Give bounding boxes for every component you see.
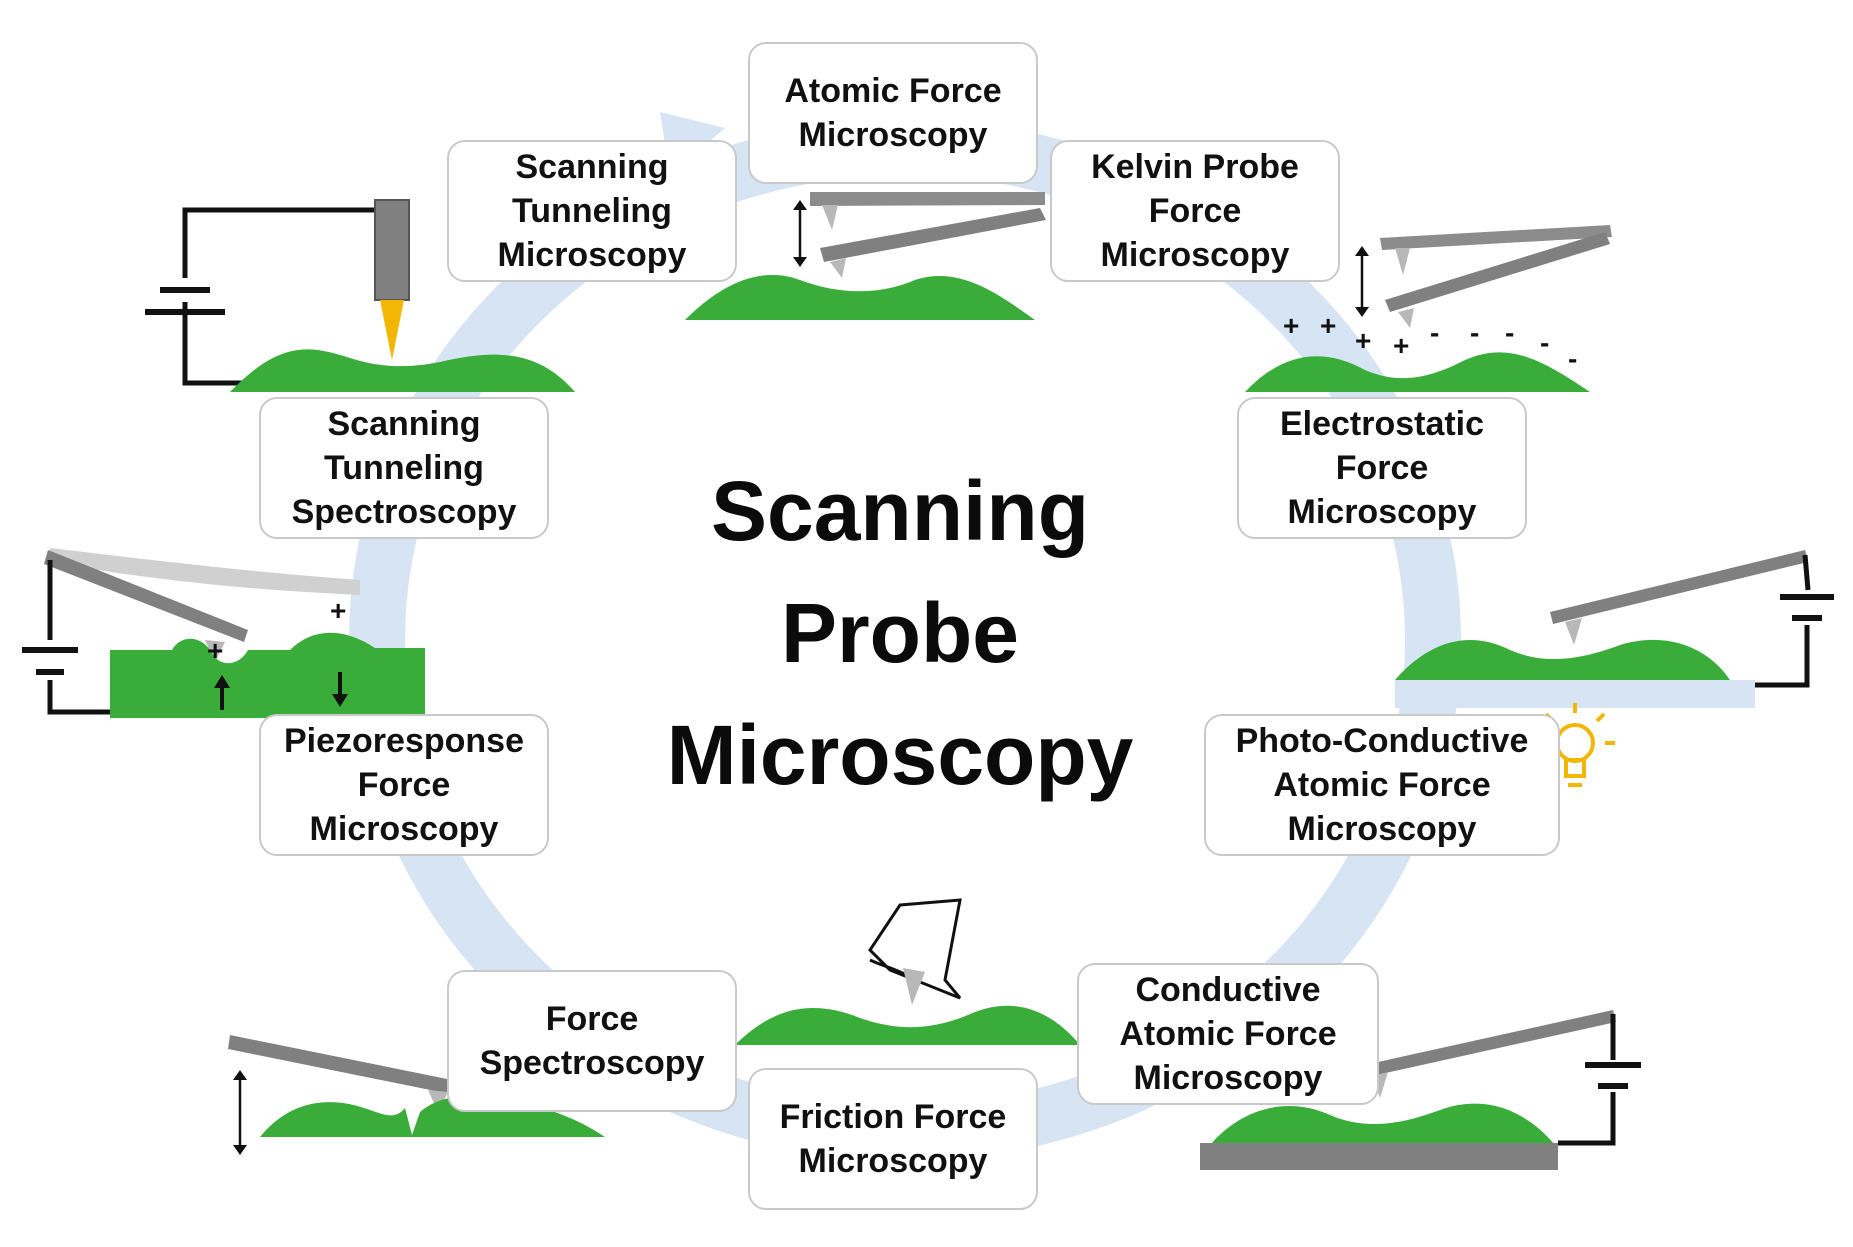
box-label-line: Piezoresponse [284, 722, 524, 760]
box-label-line: Microscopy [309, 810, 499, 848]
afm-illustration [685, 192, 1046, 320]
box-label-line: Atomic Force [784, 72, 1002, 110]
box-label-line: Spectroscopy [479, 1044, 705, 1082]
box-label-line: Scanning [327, 405, 481, 443]
stm-illustration [145, 199, 575, 392]
plus-sign: + [1355, 325, 1371, 356]
minus-sign: - [1540, 327, 1549, 358]
box-label-line: Tunneling [324, 449, 484, 487]
stm-box: Scanning Tunneling Microscopy [447, 140, 737, 282]
box-label-line: Force [1148, 192, 1242, 230]
plus-sign: + [330, 595, 346, 626]
box-label-line: Friction Force [779, 1098, 1007, 1136]
box-label-line: Scanning [515, 148, 669, 186]
pcafm-box: Photo-Conductive Atomic Force Microscopy [1204, 714, 1560, 856]
box-label-line: Kelvin Probe [1091, 148, 1299, 186]
minus-sign: - [1470, 317, 1479, 348]
plus-sign: + [1320, 310, 1336, 341]
pfm-illustration: + + [22, 548, 425, 718]
title-line: Scanning [710, 464, 1090, 558]
box-label-line: Force [357, 766, 451, 804]
minus-sign: - [1430, 317, 1439, 348]
box-label-line: Photo-Conductive [1235, 722, 1529, 760]
plus-sign: + [1283, 310, 1299, 341]
box-label-line: Spectroscopy [291, 493, 517, 531]
plus-sign: + [207, 635, 223, 666]
title-line: Microscopy [666, 708, 1134, 802]
title-line: Probe [780, 586, 1020, 680]
efm-box: Electrostatic Force Microscopy [1237, 397, 1527, 539]
box-label-line: Atomic Force [1273, 766, 1491, 804]
box-label-line: Microscopy [1100, 236, 1290, 274]
box-label-line: Microscopy [497, 236, 687, 274]
minus-sign: - [1568, 343, 1577, 374]
box-label-line: Microscopy [798, 1142, 988, 1180]
ffm-box: Friction Force Microscopy [748, 1068, 1038, 1210]
box-label-line: Electrostatic [1279, 405, 1485, 443]
cafm-box: Conductive Atomic Force Microscopy [1077, 963, 1379, 1105]
plus-sign: + [1393, 330, 1409, 361]
minus-sign: - [1505, 317, 1514, 348]
afm-box: Atomic Force Microscopy [748, 42, 1038, 184]
efm-illustration [1395, 550, 1834, 708]
box-label-line: Atomic Force [1119, 1015, 1337, 1053]
box-label-line: Tunneling [512, 192, 672, 230]
kpfm-box: Kelvin Probe Force Microscopy [1050, 140, 1340, 282]
pfm-box: Piezoresponse Force Microscopy [259, 714, 549, 856]
box-label-line: Microscopy [1287, 810, 1477, 848]
ffm-illustration [735, 898, 1080, 1045]
box-label-line: Microscopy [1133, 1059, 1323, 1097]
diagram-title: Scanning Probe Microscopy [560, 450, 1240, 816]
sts-box: Scanning Tunneling Spectroscopy [259, 397, 549, 539]
box-label-line: Microscopy [1287, 493, 1477, 531]
box-label-line: Conductive [1135, 971, 1321, 1009]
box-label-line: Force [545, 1000, 639, 1038]
fs-box: Force Spectroscopy [447, 970, 737, 1112]
cafm-illustration [1200, 1010, 1641, 1170]
box-label-line: Force [1335, 449, 1429, 487]
kpfm-illustration: + + + + - - - - - [1245, 225, 1612, 392]
box-label-line: Microscopy [798, 116, 988, 154]
